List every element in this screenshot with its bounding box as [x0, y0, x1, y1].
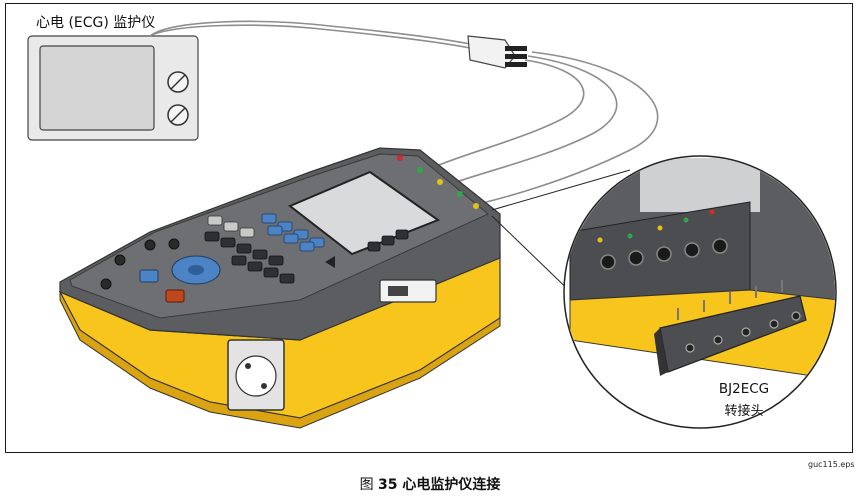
file-reference: guc115.eps	[808, 460, 855, 469]
figure-caption: 图 35 心电监护仪连接	[0, 474, 860, 494]
bj2ecg-adapter	[654, 280, 807, 376]
ecg-monitor	[27, 35, 199, 141]
caption-prefix: 图	[359, 477, 379, 493]
cable-splitter	[467, 35, 527, 69]
caption-number: 35	[378, 477, 398, 493]
ecg-monitor-label: 心电 (ECG) 监护仪	[36, 15, 156, 31]
caption-title: 心电监护仪连接	[397, 477, 501, 493]
magnified-view	[563, 155, 837, 429]
ecg-cables	[149, 20, 659, 209]
adapter-description-label: 转接头	[724, 404, 764, 419]
adapter-model-label: BJ2ECG	[718, 381, 770, 397]
analyzer-device	[58, 147, 501, 429]
triangle-icon	[325, 256, 335, 268]
